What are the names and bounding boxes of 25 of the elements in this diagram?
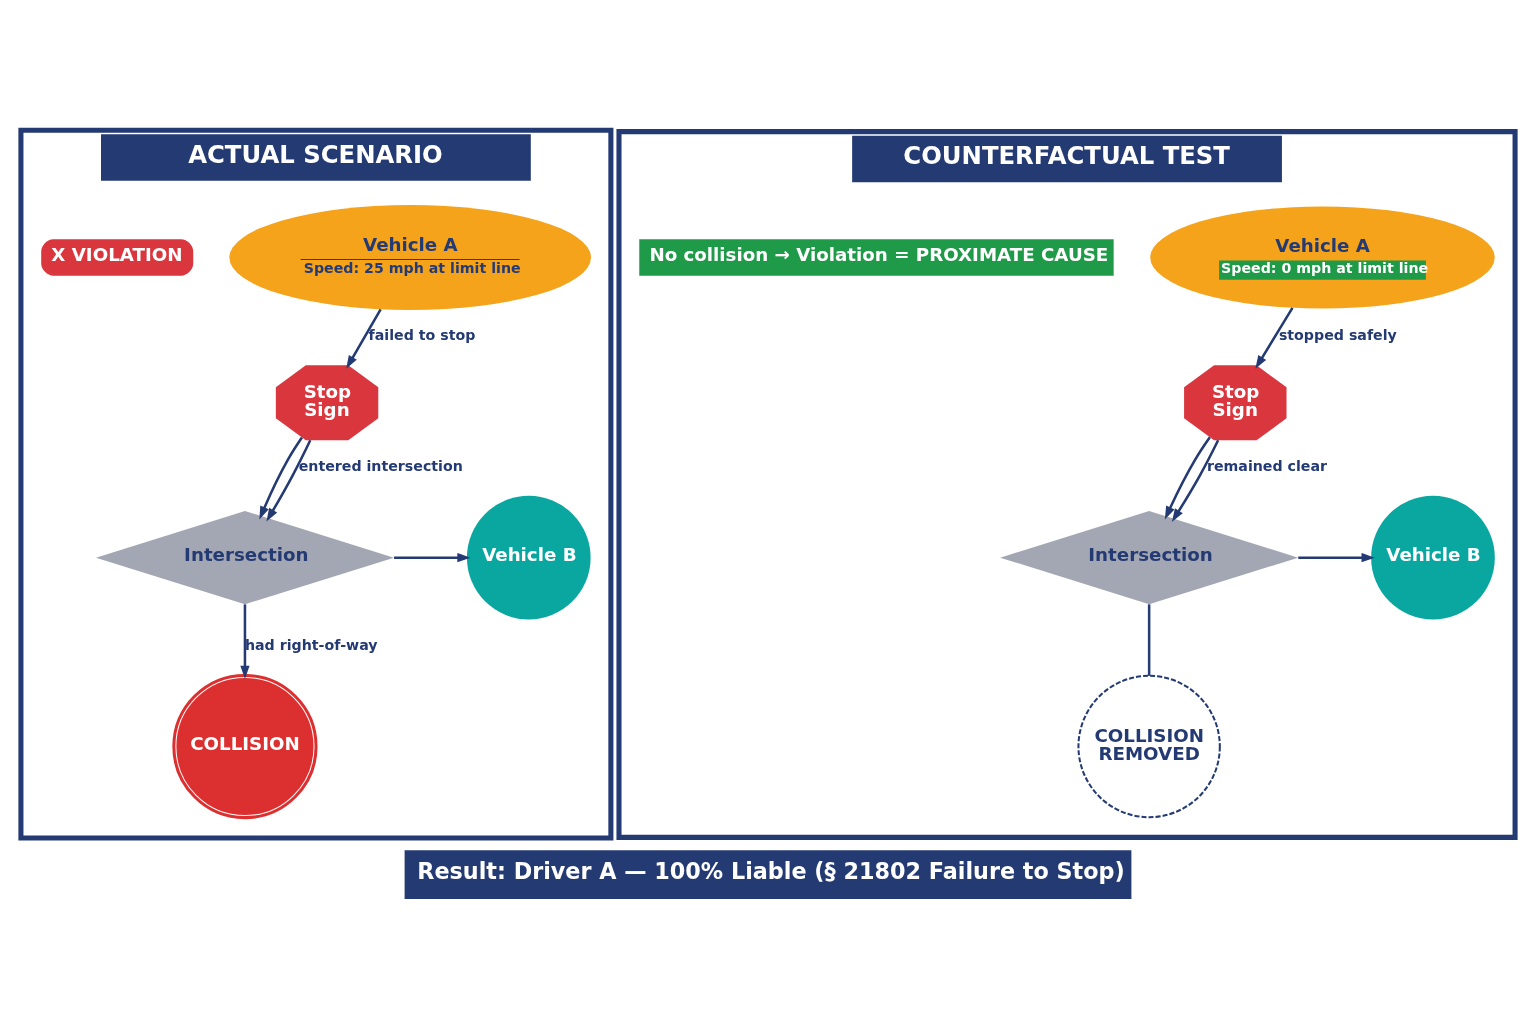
edge-label: remained clear (1206, 457, 1328, 474)
node-diamond: Intersection (1000, 510, 1299, 604)
edge-label: stopped safely (1278, 326, 1397, 343)
caption: Result: Driver A — 100% Liable (§ 21802 Failure to Stop) (417, 857, 1125, 884)
arrow (240, 603, 250, 679)
node-box: X VIOLATION (41, 238, 194, 276)
arrow (346, 308, 382, 369)
node-circle: Vehicle B (1371, 495, 1495, 619)
arrow (259, 436, 303, 519)
node-circle: COLLISION REMOVED (1077, 674, 1221, 818)
node-diamond: Intersection (95, 510, 394, 604)
arrow (394, 552, 471, 562)
node-circle: Vehicle B (466, 495, 591, 619)
edge-label: had right-of-way (244, 636, 378, 653)
arrow (1255, 306, 1294, 369)
arrow (1298, 552, 1375, 562)
connector (1147, 603, 1151, 676)
arrow (1171, 439, 1220, 522)
edge-label: failed to stop (368, 326, 476, 343)
node-box: No collision → Violation = PROXIMATE CAUSE (639, 238, 1114, 276)
arrow (266, 439, 312, 522)
edge-label: entered intersection (298, 457, 463, 474)
node-ellipse: Vehicle A Speed: 25 mph at limit line (229, 204, 591, 310)
node-circle: COLLISION (172, 673, 318, 819)
arrow (1164, 436, 1211, 519)
